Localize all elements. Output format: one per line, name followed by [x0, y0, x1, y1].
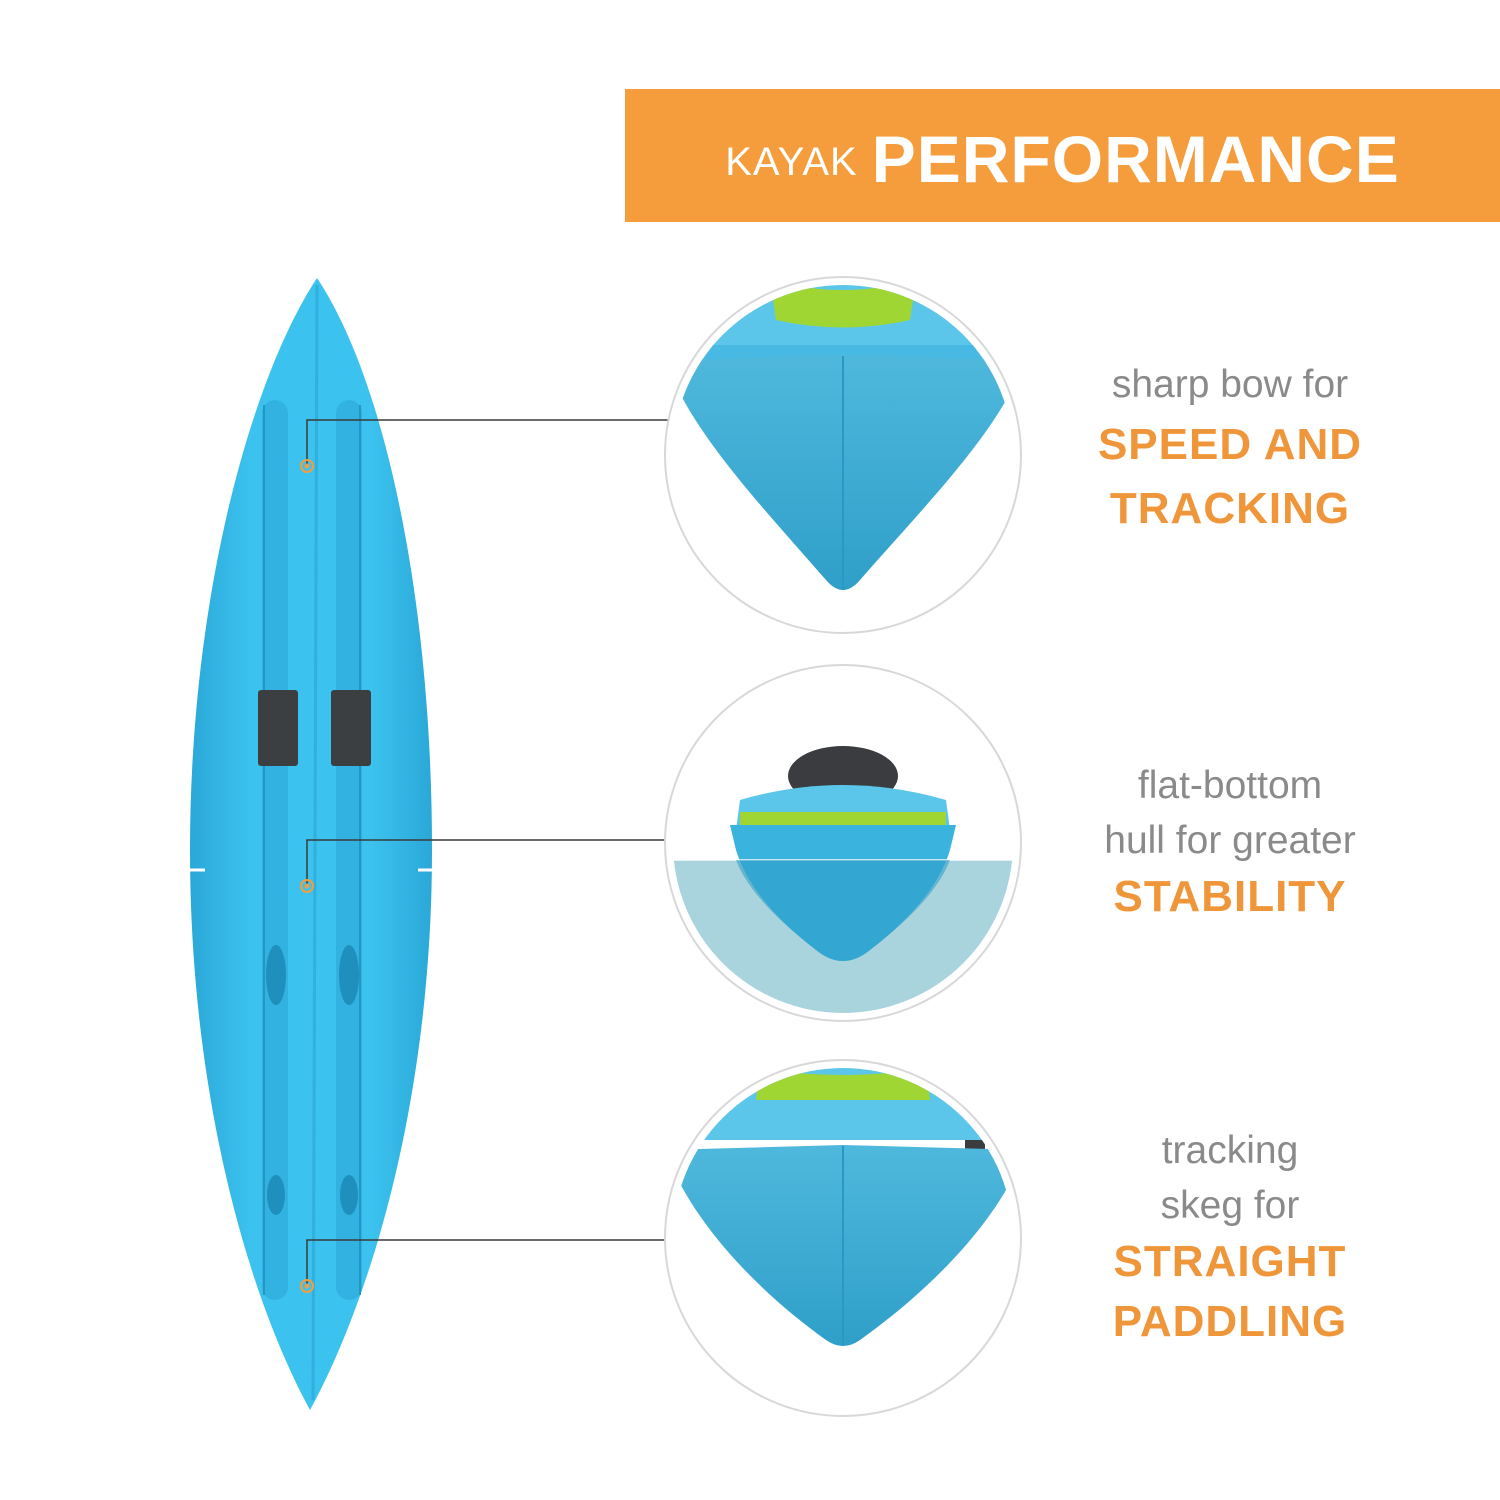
title-banner: KAYAK PERFORMANCE	[625, 89, 1500, 222]
kayak-top-view	[190, 278, 432, 1410]
feature-stability-light-2: hull for greater	[1104, 818, 1356, 862]
feature-speed-bold-2: TRACKING	[1109, 484, 1351, 534]
feature-paddling: tracking skeg for STRAIGHT PADDLING	[1060, 1129, 1400, 1347]
detail-circle-skeg	[664, 1059, 1022, 1417]
title-big: PERFORMANCE	[871, 121, 1400, 196]
feature-speed-light-1: sharp bow for	[1111, 363, 1349, 406]
feature-stability: flat-bottom hull for greater STABILITY	[1060, 764, 1400, 921]
feature-stability-light-1: flat-bottom	[1137, 764, 1323, 807]
feature-paddling-bold-1: STRAIGHT	[1113, 1236, 1347, 1286]
feature-paddling-bold-2: PADDLING	[1112, 1297, 1348, 1347]
title-text: KAYAK PERFORMANCE	[625, 89, 1500, 222]
callout-dots	[300, 459, 314, 1293]
title-small: KAYAK	[725, 140, 858, 184]
callout-lines	[306, 419, 668, 1286]
detail-circle-bow	[664, 276, 1022, 634]
feature-speed: sharp bow for SPEED AND TRACKING	[1060, 363, 1400, 534]
feature-stability-bold-1: STABILITY	[1113, 871, 1347, 921]
detail-circle-hull	[664, 664, 1022, 1022]
feature-paddling-light-1: tracking	[1161, 1129, 1299, 1172]
feature-speed-bold-1: SPEED AND	[1097, 419, 1363, 469]
feature-paddling-light-2: skeg for	[1160, 1183, 1300, 1227]
